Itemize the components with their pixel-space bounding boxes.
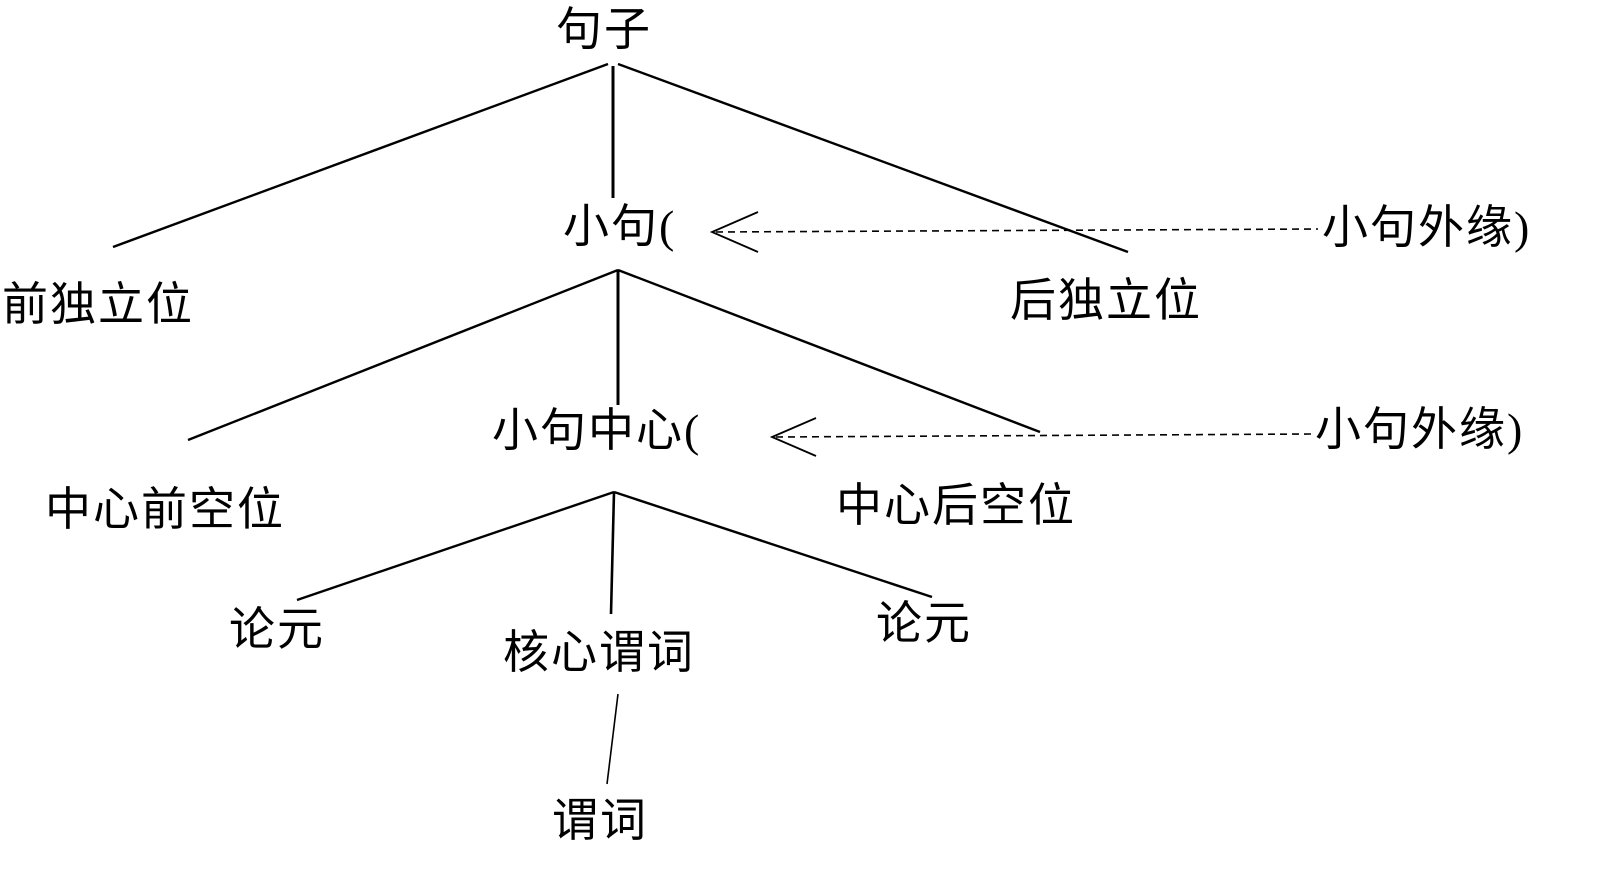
- edge-sentence-rear-independent: [617, 62, 1129, 254]
- edge-clause-center-argument-right: [613, 490, 933, 599]
- node-pre-center-slot: 中心前空位: [45, 484, 285, 535]
- node-argument-left: 论元: [229, 604, 325, 655]
- edge-clause-pre-center-slot: [187, 268, 619, 442]
- dashed-line-clause-periphery-top: [715, 228, 1319, 233]
- node-sentence: 句子: [556, 4, 652, 55]
- edge-core-predicate-predicate: [606, 693, 619, 785]
- edge-clause-center-argument-left: [296, 490, 615, 602]
- edge-sentence-front-independent: [112, 62, 609, 249]
- node-core-predicate: 核心谓词: [503, 627, 695, 678]
- edge-clause-center-core-predicate: [609, 491, 616, 615]
- node-predicate: 谓词: [552, 795, 648, 846]
- node-clause-periphery-mid: 小句外缘): [1315, 404, 1525, 455]
- edge-clause-post-center-slot: [617, 268, 1041, 434]
- dashed-line-clause-periphery-mid: [775, 433, 1313, 438]
- node-post-center-slot: 中心后空位: [836, 480, 1076, 531]
- arrowhead-clause-periphery-mid: [769, 417, 817, 457]
- node-clause-center: 小句中心(: [492, 405, 702, 456]
- node-clause: 小句(: [563, 201, 677, 252]
- node-argument-right: 论元: [876, 598, 972, 649]
- node-clause-periphery-top: 小句外缘): [1322, 202, 1532, 253]
- node-front-independent: 前独立位: [2, 279, 194, 330]
- arrowhead-clause-periphery-top: [709, 211, 759, 253]
- node-rear-independent: 后独立位: [1010, 275, 1202, 326]
